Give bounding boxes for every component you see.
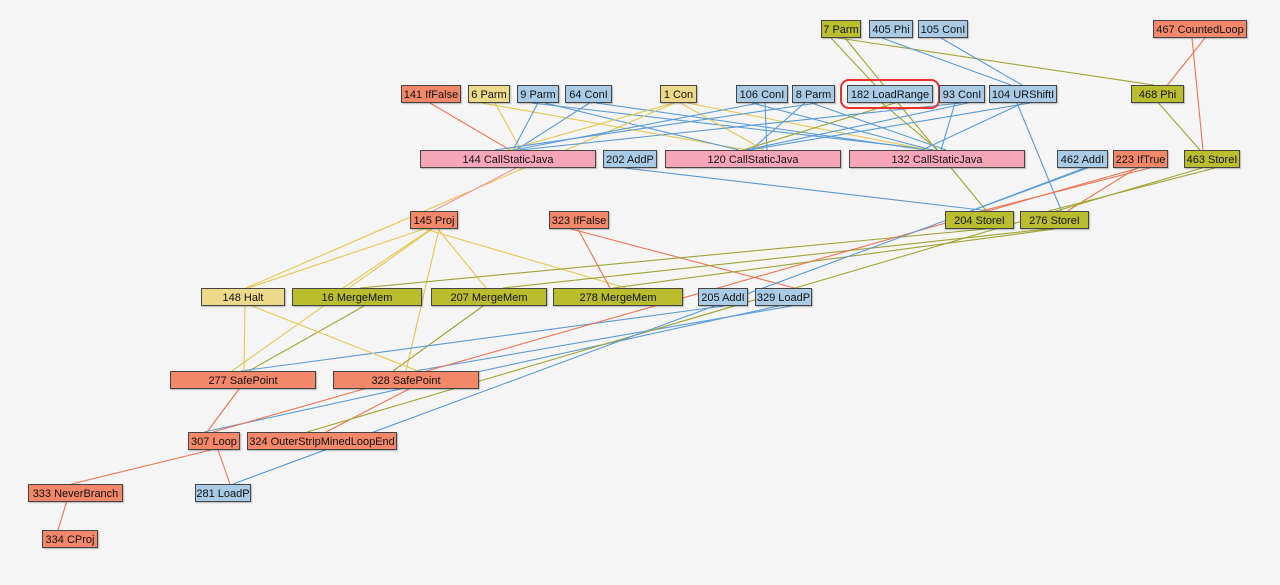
edge-6-120 <box>481 102 748 151</box>
edge-148-277 <box>243 305 246 372</box>
edge-93-120 <box>745 102 969 151</box>
edge-223-204 <box>981 167 1150 212</box>
edge-9-132 <box>531 102 935 151</box>
graph-node-462[interactable]: 462 AddI <box>1057 150 1108 168</box>
graph-node-276[interactable]: 276 StoreI <box>1020 211 1089 229</box>
graph-node-144[interactable]: 144 CallStaticJava <box>420 150 596 168</box>
edge-467-468 <box>1167 37 1206 86</box>
edge-202-204 <box>624 167 990 212</box>
graph-node-204[interactable]: 204 StoreI <box>945 211 1014 229</box>
edge-1-144 <box>507 102 674 151</box>
edge-204-16 <box>359 228 986 289</box>
edge-1-120 <box>680 102 765 151</box>
graph-node-463[interactable]: 463 StoreI <box>1184 150 1240 168</box>
graph-node-207[interactable]: 207 MergeMem <box>431 288 547 306</box>
edge-276-207 <box>502 228 1048 289</box>
graph-node-7[interactable]: 7 Parm <box>821 20 861 38</box>
edge-145-16 <box>342 228 432 289</box>
graph-node-104[interactable]: 104 URShiftI <box>989 85 1057 103</box>
edge-323-278 <box>577 228 611 289</box>
graph-node-105[interactable]: 105 ConI <box>918 20 968 38</box>
graph-node-223[interactable]: 223 IfTrue <box>1113 150 1168 168</box>
graph-node-277[interactable]: 277 SafePoint <box>170 371 316 389</box>
graph-node-323[interactable]: 323 IfFalse <box>549 211 609 229</box>
edge-307-333 <box>71 449 212 485</box>
graph-node-132[interactable]: 132 CallStaticJava <box>849 150 1025 168</box>
edge-329-307 <box>203 305 779 433</box>
graph-node-329[interactable]: 329 LoadP <box>755 288 812 306</box>
edge-468-463 <box>1158 102 1201 151</box>
edge-141-144 <box>429 102 511 151</box>
graph-node-148[interactable]: 148 Halt <box>201 288 285 306</box>
graph-node-467[interactable]: 467 CountedLoop <box>1153 20 1247 38</box>
graph-node-120[interactable]: 120 CallStaticJava <box>665 150 841 168</box>
edge-64-144 <box>515 102 590 151</box>
edge-148-328 <box>251 305 419 372</box>
graph-node-334[interactable]: 334 CProj <box>42 530 98 548</box>
edge-106-144 <box>513 102 760 151</box>
edge-463-276 <box>1048 167 1216 212</box>
edge-182-120 <box>742 102 896 151</box>
graph-node-64[interactable]: 64 ConI <box>565 85 612 103</box>
edge-93-132 <box>940 102 956 151</box>
edge-405-104 <box>881 37 1012 86</box>
graph-node-468[interactable]: 468 Phi <box>1131 85 1184 103</box>
edge-205-277 <box>240 305 725 372</box>
edge-277-307 <box>206 388 240 433</box>
graph-node-141[interactable]: 141 IfFalse <box>401 85 461 103</box>
graph-node-328[interactable]: 328 SafePoint <box>333 371 479 389</box>
edge-333-334 <box>57 501 68 531</box>
edge-64-132 <box>596 102 927 151</box>
edge-105-104 <box>940 37 1023 86</box>
edge-207-328 <box>392 305 484 372</box>
edge-145-207 <box>437 228 487 289</box>
edge-104-276 <box>1016 102 1063 212</box>
edge-7-182 <box>830 37 876 86</box>
graph-node-324[interactable]: 324 OuterStripMinedLoopEnd <box>247 432 397 450</box>
graph-node-1[interactable]: 1 Con <box>660 85 697 103</box>
graph-node-182[interactable]: 182 LoadRange <box>847 85 933 103</box>
edge-16-277 <box>248 305 365 372</box>
edge-9-120 <box>544 102 740 151</box>
edge-276-278 <box>612 228 1055 289</box>
graph-node-281[interactable]: 281 LoadP <box>195 484 251 502</box>
edge-93-144 <box>519 102 962 151</box>
graph-node-9[interactable]: 9 Parm <box>517 85 559 103</box>
edge-144-145 <box>432 167 517 212</box>
graph-node-106[interactable]: 106 ConI <box>736 85 788 103</box>
edge-328-324 <box>325 388 410 433</box>
edge-145-148 <box>247 228 425 289</box>
graph-node-205[interactable]: 205 AddI <box>698 288 748 306</box>
edge-9-144 <box>512 102 539 151</box>
edge-307-281 <box>217 449 231 485</box>
edge-7-204 <box>844 37 987 212</box>
edge-7-468 <box>837 37 1154 86</box>
graph-node-307[interactable]: 307 Loop <box>188 432 240 450</box>
graph-node-16[interactable]: 16 MergeMem <box>292 288 422 306</box>
edge-104-132 <box>921 102 1024 151</box>
edge-323-329 <box>570 228 795 289</box>
edge-1-132 <box>687 102 930 151</box>
edge-104-120 <box>748 102 1031 151</box>
edge-467-463 <box>1191 37 1204 151</box>
graph-node-405[interactable]: 405 Phi <box>869 20 913 38</box>
graph-node-145[interactable]: 145 Proj <box>410 211 458 229</box>
graph-node-202[interactable]: 202 AddP <box>603 150 657 168</box>
edge-8-132 <box>811 102 947 151</box>
edge-8-120 <box>750 102 805 151</box>
graph-node-8[interactable]: 8 Parm <box>792 85 835 103</box>
edge-8-144 <box>494 102 818 151</box>
graph-node-6[interactable]: 6 Parm <box>468 85 510 103</box>
edge-1-148 <box>245 102 675 289</box>
graph-node-278[interactable]: 278 MergeMem <box>553 288 683 306</box>
edge-145-328 <box>405 228 440 372</box>
graph-node-93[interactable]: 93 ConI <box>939 85 985 103</box>
graph-node-333[interactable]: 333 NeverBranch <box>28 484 123 502</box>
edge-106-132 <box>751 102 933 151</box>
